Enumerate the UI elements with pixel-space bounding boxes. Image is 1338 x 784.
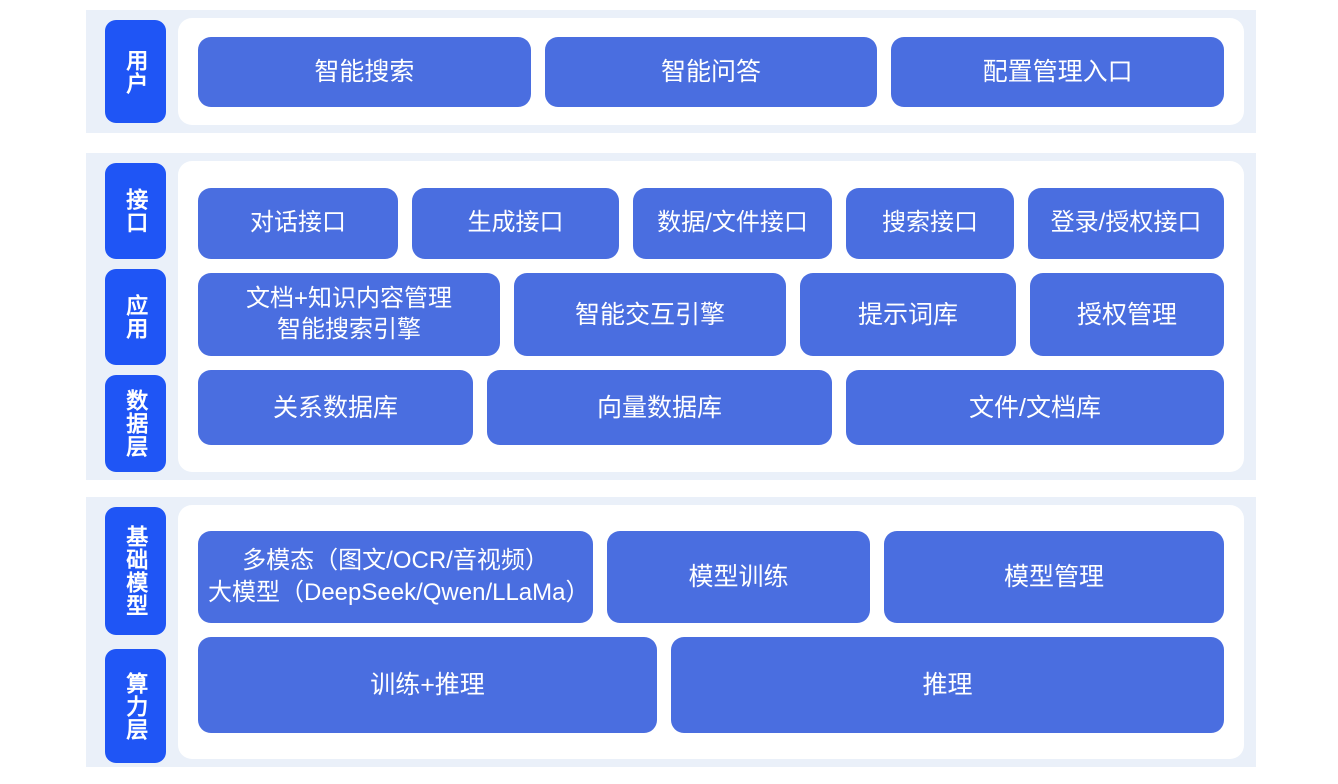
box-file-document-store[interactable]: 文件/文档库 — [846, 370, 1224, 445]
card-user: 智能搜索 智能问答 配置管理入口 — [178, 18, 1244, 125]
box-prompt-library[interactable]: 提示词库 — [800, 273, 1016, 356]
box-authorization-management[interactable]: 授权管理 — [1030, 273, 1224, 356]
foundation-model-row: 多模态（图文/OCR/音视频） 大模型（DeepSeek/Qwen/LLaMa）… — [198, 531, 1224, 623]
box-vector-database[interactable]: 向量数据库 — [487, 370, 832, 445]
chip-column-bottom: 基础模型 算力层 — [86, 497, 178, 767]
box-login-auth-interface[interactable]: 登录/授权接口 — [1028, 188, 1224, 259]
box-multimodal-large-model[interactable]: 多模态（图文/OCR/音视频） 大模型（DeepSeek/Qwen/LLaMa） — [198, 531, 593, 623]
box-relational-database[interactable]: 关系数据库 — [198, 370, 473, 445]
box-training-plus-inference[interactable]: 训练+推理 — [198, 637, 657, 733]
section-middle: 接口 应用 数据层 对话接口 生成接口 数据/文件接口 搜索接口 登录/授权接口… — [86, 153, 1256, 480]
box-intelligent-interaction-engine[interactable]: 智能交互引擎 — [514, 273, 786, 356]
card-bottom: 多模态（图文/OCR/音视频） 大模型（DeepSeek/Qwen/LLaMa）… — [178, 505, 1244, 759]
section-user: 用户 智能搜索 智能问答 配置管理入口 — [86, 10, 1256, 133]
section-bottom: 基础模型 算力层 多模态（图文/OCR/音视频） 大模型（DeepSeek/Qw… — [86, 497, 1256, 767]
box-data-file-interface[interactable]: 数据/文件接口 — [633, 188, 832, 259]
box-model-management[interactable]: 模型管理 — [884, 531, 1224, 623]
box-config-management-entry[interactable]: 配置管理入口 — [891, 36, 1225, 107]
layer-chip-user: 用户 — [105, 20, 166, 123]
card-middle: 对话接口 生成接口 数据/文件接口 搜索接口 登录/授权接口 文档+知识内容管理… — [178, 161, 1244, 472]
layer-chip-interface: 接口 — [105, 163, 166, 259]
box-intelligent-qa[interactable]: 智能问答 — [544, 36, 878, 107]
interface-row: 对话接口 生成接口 数据/文件接口 搜索接口 登录/授权接口 — [198, 188, 1224, 259]
compute-layer-row: 训练+推理 推理 — [198, 637, 1224, 733]
application-row: 文档+知识内容管理 智能搜索引擎 智能交互引擎 提示词库 授权管理 — [198, 273, 1224, 356]
box-intelligent-search[interactable]: 智能搜索 — [198, 36, 531, 107]
box-search-interface[interactable]: 搜索接口 — [846, 188, 1014, 259]
data-layer-row: 关系数据库 向量数据库 文件/文档库 — [198, 370, 1224, 445]
box-inference[interactable]: 推理 — [671, 637, 1224, 733]
chip-column-user: 用户 — [86, 10, 178, 133]
layer-chip-data: 数据层 — [105, 375, 166, 472]
user-entry-row: 智能搜索 智能问答 配置管理入口 — [198, 36, 1225, 107]
chip-column-middle: 接口 应用 数据层 — [86, 153, 178, 480]
box-model-training[interactable]: 模型训练 — [607, 531, 870, 623]
box-generation-interface[interactable]: 生成接口 — [412, 188, 619, 259]
layer-chip-foundation-model: 基础模型 — [105, 507, 166, 635]
layer-chip-compute: 算力层 — [105, 649, 166, 763]
box-document-knowledge-management[interactable]: 文档+知识内容管理 智能搜索引擎 — [198, 273, 500, 356]
layer-chip-application: 应用 — [105, 269, 166, 365]
box-dialog-interface[interactable]: 对话接口 — [198, 188, 398, 259]
